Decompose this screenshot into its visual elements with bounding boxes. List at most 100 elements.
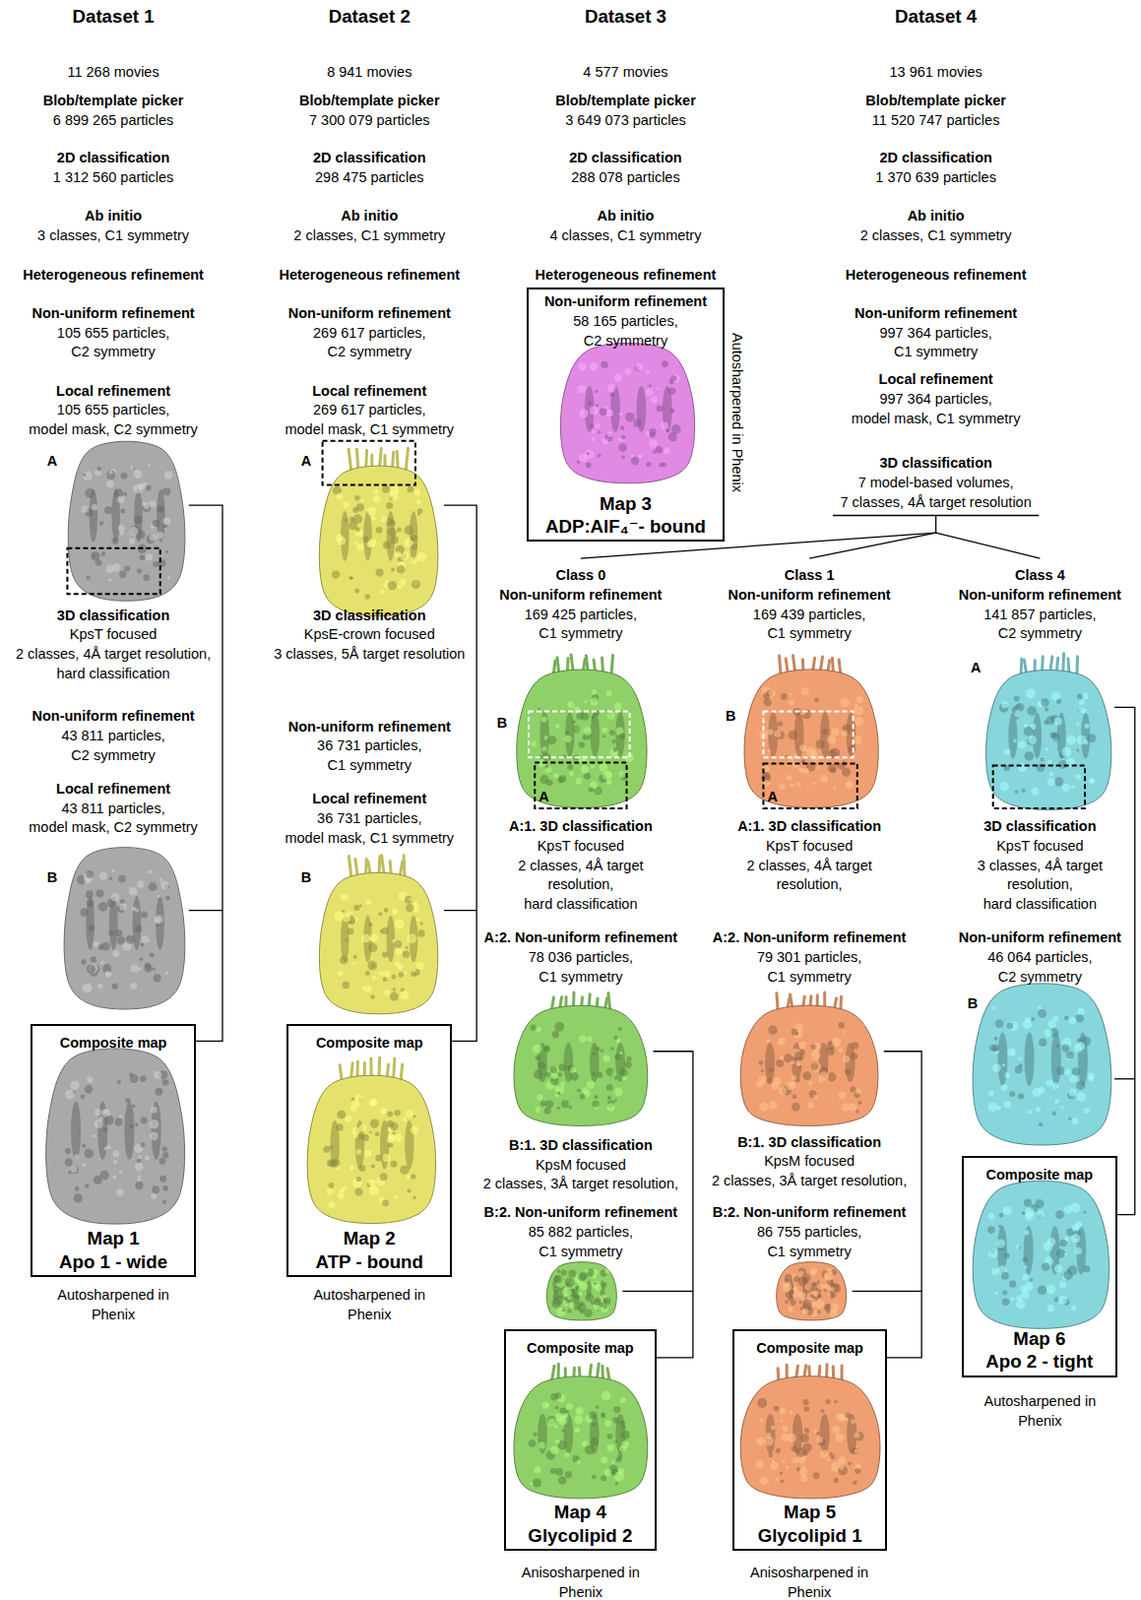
- step-title: A:1. 3D classification: [737, 817, 882, 837]
- density-detail: [811, 1063, 819, 1071]
- density-body: [986, 670, 1112, 811]
- density-detail: [775, 1448, 781, 1454]
- density-detail: [603, 1296, 612, 1305]
- step-detail: 3 classes, C1 symmetry: [37, 226, 190, 247]
- density-detail: [573, 1427, 580, 1434]
- density-detail: [1064, 1204, 1074, 1214]
- density-detail: [154, 917, 161, 924]
- focus-box: [66, 548, 160, 595]
- density-detail: [389, 992, 399, 1002]
- density-detail: [602, 438, 609, 444]
- density-detail: [1054, 776, 1065, 787]
- density-detail: [826, 1292, 830, 1296]
- density-detail: [603, 1304, 608, 1309]
- step-detail: 141 857 particles, C2 symmetry: [983, 605, 1096, 644]
- density-detail: [109, 876, 113, 880]
- density-detail: [576, 1087, 581, 1092]
- density-detail: [162, 487, 171, 496]
- density-detail: [120, 508, 126, 514]
- density-detail: [793, 1275, 800, 1282]
- density-detail: [594, 423, 600, 429]
- density-detail: [671, 374, 680, 382]
- density-detail: [591, 1072, 596, 1077]
- density-detail: [118, 524, 126, 532]
- density-detail: [1002, 1063, 1006, 1067]
- density-detail: [1030, 1016, 1035, 1021]
- density-detail: [85, 870, 94, 879]
- density-detail: [1075, 773, 1081, 780]
- density-detail: [79, 907, 89, 917]
- density-detail: [335, 534, 343, 542]
- density-detail: [368, 1131, 373, 1136]
- density-detail: [1040, 697, 1050, 707]
- density-detail: [351, 1126, 360, 1135]
- density-detail: [614, 1439, 618, 1443]
- density-detail: [147, 463, 151, 467]
- density-detail: [798, 767, 804, 773]
- density-detail: [1013, 739, 1016, 743]
- density-detail: [769, 1461, 779, 1471]
- density-detail: [139, 1076, 146, 1082]
- density-detail: [85, 574, 90, 579]
- density-detail: [999, 1212, 1005, 1218]
- map-box: Composite mapMap 1Apo 1 - wide: [30, 1023, 196, 1277]
- density-detail: [802, 1071, 812, 1080]
- density-detail: [352, 961, 356, 965]
- step-title: Ab initio: [907, 206, 965, 227]
- density-detail: [383, 989, 390, 996]
- density-detail: [81, 506, 89, 513]
- density-detail: [162, 1151, 169, 1158]
- density-detail: [412, 968, 416, 972]
- density-detail: [1063, 1269, 1074, 1280]
- density-detail: [1056, 698, 1062, 704]
- density-detail: [839, 697, 850, 707]
- density-detail: [1015, 716, 1019, 720]
- bracket-line: [852, 1290, 922, 1292]
- density-detail: [411, 579, 421, 589]
- density-detail: [416, 499, 422, 505]
- density-detail: [1014, 789, 1019, 794]
- density-detail: [844, 1069, 851, 1076]
- density-detail: [80, 958, 86, 964]
- density-detail: [780, 1479, 785, 1484]
- density-detail: [376, 526, 383, 534]
- density-detail: [1027, 1109, 1032, 1114]
- density-detail: [538, 1441, 546, 1449]
- map-title: Glycolipid 2: [527, 1524, 633, 1547]
- density-detail: [119, 902, 127, 911]
- panel-letter: B: [725, 706, 736, 727]
- density-detail: [831, 727, 840, 736]
- step-title: 2D classification: [57, 148, 170, 169]
- density-detail: [84, 488, 95, 499]
- density-detail: [137, 1154, 142, 1159]
- density-detail: [1055, 1209, 1065, 1219]
- density-detail: [835, 1433, 845, 1443]
- density-detail: [364, 1149, 372, 1157]
- focus-box: [993, 765, 1085, 810]
- density-detail: [118, 875, 127, 884]
- density-detail: [605, 771, 612, 778]
- density-detail: [802, 1276, 809, 1283]
- density-detail: [1001, 700, 1009, 708]
- density-detail: [401, 1116, 407, 1122]
- density-detail: [598, 762, 608, 772]
- step-title: A:2. Non-uniform refinement: [484, 928, 679, 949]
- density-detail: [594, 389, 599, 394]
- density-detail: [773, 1405, 780, 1412]
- density-detail: [645, 461, 651, 467]
- density-detail: [134, 908, 139, 913]
- density-detail: [791, 1028, 799, 1036]
- density-detail: [775, 1059, 784, 1068]
- density-detail: [590, 764, 595, 769]
- density-detail: [1023, 1198, 1032, 1206]
- density-body: [744, 669, 879, 808]
- density-detail: [550, 1467, 557, 1474]
- density-detail: [394, 1133, 403, 1141]
- density-detail: [820, 1449, 829, 1458]
- step-title: Local refinement: [56, 779, 171, 800]
- density-detail: [784, 1300, 789, 1305]
- density-detail: [796, 781, 802, 787]
- density-detail: [597, 430, 601, 434]
- density-detail: [854, 1449, 859, 1454]
- density-detail: [145, 485, 152, 492]
